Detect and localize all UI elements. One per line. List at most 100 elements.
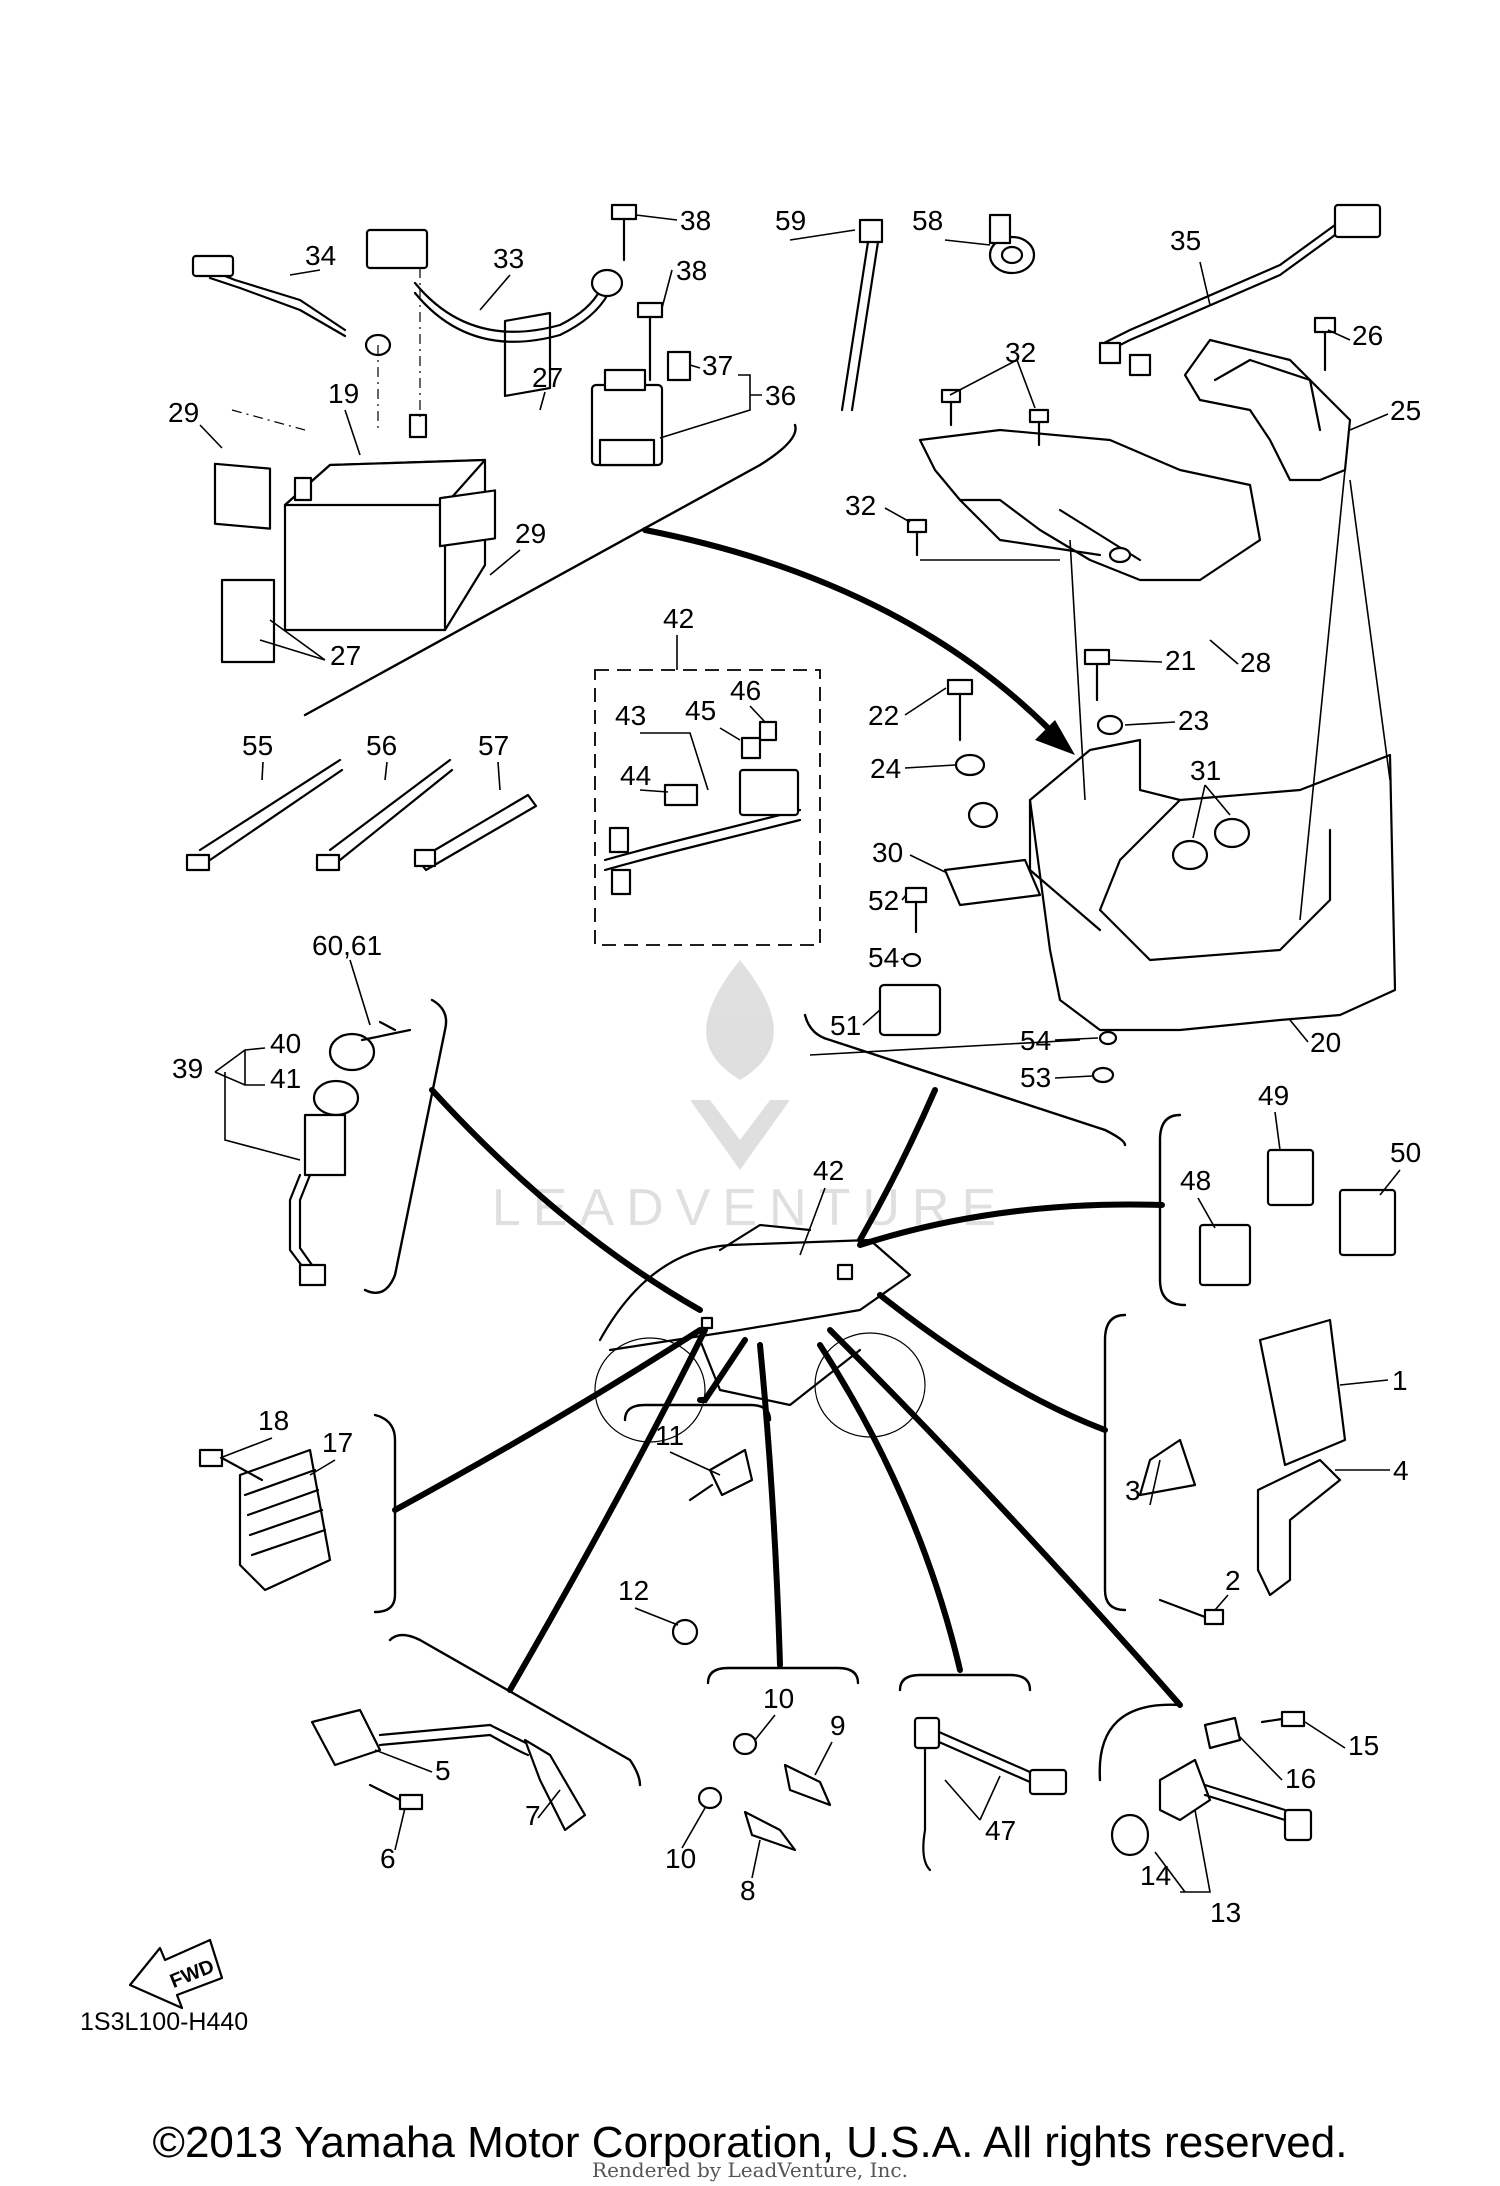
callout-27: 27 bbox=[532, 362, 563, 393]
callout-27: 27 bbox=[330, 640, 361, 671]
switch-8 bbox=[743, 1810, 797, 1852]
battery-pad-29-right bbox=[438, 489, 497, 548]
bolt-26 bbox=[1313, 316, 1337, 372]
callout-38: 38 bbox=[680, 205, 711, 236]
bolt-38-upper bbox=[610, 203, 638, 262]
battery-box-group-bracket bbox=[803, 1013, 1127, 1147]
starter-relay bbox=[590, 368, 664, 467]
callout-56: 56 bbox=[366, 730, 397, 761]
switch-body bbox=[303, 1113, 347, 1177]
callout-16: 16 bbox=[1285, 1763, 1316, 1794]
callout-41: 41 bbox=[270, 1063, 301, 1094]
diagram-code: 1S3L100-H440 bbox=[80, 2008, 249, 2036]
callout-53: 53 bbox=[1020, 1062, 1051, 1093]
cable-tie-57 bbox=[413, 793, 538, 872]
battery-bracket-25 bbox=[1183, 338, 1352, 482]
callout-58: 58 bbox=[912, 205, 943, 236]
callout-42: 42 bbox=[663, 603, 694, 634]
bolt-32-c bbox=[906, 518, 928, 557]
negative-battery-lead bbox=[191, 254, 392, 357]
callout-34: 34 bbox=[305, 240, 336, 271]
callout-44: 44 bbox=[620, 760, 651, 791]
callout-29: 29 bbox=[515, 518, 546, 549]
rubber-31-a bbox=[1171, 839, 1209, 871]
nut-53 bbox=[1091, 1066, 1115, 1084]
callout-36: 36 bbox=[765, 380, 796, 411]
callout-35: 35 bbox=[1170, 225, 1201, 256]
plug-cap-7 bbox=[523, 1738, 587, 1832]
callout-24: 24 bbox=[870, 753, 901, 784]
battery-pad-27-left bbox=[220, 578, 276, 664]
callout-17: 17 bbox=[322, 1427, 353, 1458]
callout-2: 2 bbox=[1225, 1565, 1241, 1596]
callout-47: 47 bbox=[985, 1815, 1016, 1846]
callout-15: 15 bbox=[1348, 1730, 1379, 1761]
callout-23: 23 bbox=[1178, 705, 1209, 736]
bolt-6 bbox=[368, 1783, 424, 1811]
relay-48 bbox=[1198, 1223, 1252, 1287]
callout-20: 20 bbox=[1310, 1027, 1341, 1058]
callout-52: 52 bbox=[868, 885, 899, 916]
switch-8-9-group bbox=[697, 1666, 860, 1852]
ecu-stay-3 bbox=[1138, 1438, 1197, 1497]
callout-46: 46 bbox=[730, 675, 761, 706]
callout-1: 1 bbox=[1392, 1365, 1408, 1396]
clamp-16 bbox=[1203, 1716, 1242, 1750]
battery-pad-27-right bbox=[503, 311, 552, 398]
sensor-11-group bbox=[623, 1403, 772, 1646]
switch-9 bbox=[783, 1763, 832, 1807]
callout-labels: 38 38 59 58 35 34 33 37 36 27 29 19 29 2… bbox=[168, 205, 1421, 1928]
callout-25: 25 bbox=[1390, 395, 1421, 426]
motorcycle-outline bbox=[594, 1223, 926, 1443]
callout-42: 42 bbox=[813, 1155, 844, 1186]
forward-arrow-icon: FWD bbox=[128, 1938, 224, 2010]
copyright-notice: ©2013 Yamaha Motor Corporation, U.S.A. A… bbox=[152, 2118, 1348, 2167]
callout-51: 51 bbox=[830, 1010, 861, 1041]
ecu-1 bbox=[1258, 1318, 1347, 1467]
callout-14: 14 bbox=[1140, 1860, 1171, 1891]
switch-cap-40 bbox=[328, 1032, 376, 1072]
callout-6: 6 bbox=[380, 1843, 396, 1874]
assembly-arrow-head-icon bbox=[1035, 720, 1075, 755]
callout-3: 3 bbox=[1125, 1475, 1141, 1506]
callout-5: 5 bbox=[435, 1755, 451, 1786]
battery-case-20 bbox=[1028, 738, 1397, 1032]
gasket-10-b bbox=[697, 1786, 723, 1810]
cable-tie-56 bbox=[315, 758, 454, 872]
callout-54: 54 bbox=[868, 942, 899, 973]
callout-26: 26 bbox=[1352, 320, 1383, 351]
washer-54-a bbox=[902, 952, 922, 968]
key-60-61 bbox=[360, 1020, 412, 1042]
fuse-37 bbox=[666, 350, 692, 382]
speed-sensor-group bbox=[1098, 1703, 1313, 1857]
sidestand-switch-47 bbox=[913, 1716, 941, 1750]
bolt-22 bbox=[946, 678, 974, 742]
sub-wire-harness bbox=[1098, 203, 1382, 377]
callout-54: 54 bbox=[1020, 1025, 1051, 1056]
gasket-10-a bbox=[732, 1732, 758, 1756]
callout-19: 19 bbox=[328, 378, 359, 409]
cable-tie-59 bbox=[840, 218, 884, 412]
bolt-15 bbox=[1260, 1710, 1306, 1728]
callout-18: 18 bbox=[258, 1405, 289, 1436]
callout-4: 4 bbox=[1393, 1455, 1409, 1486]
bolt-38-lower bbox=[636, 301, 664, 382]
callout-48: 48 bbox=[1180, 1165, 1211, 1196]
callout-9: 9 bbox=[830, 1710, 846, 1741]
relay-box-46 bbox=[738, 768, 800, 817]
battery-group bbox=[191, 203, 797, 717]
callout-29: 29 bbox=[168, 397, 199, 428]
ignition-coil-group bbox=[310, 1633, 642, 1832]
callout-59: 59 bbox=[775, 205, 806, 236]
callout-10: 10 bbox=[665, 1843, 696, 1874]
callout-55: 55 bbox=[242, 730, 273, 761]
regulator-17 bbox=[238, 1448, 332, 1592]
callout-49: 49 bbox=[1258, 1080, 1289, 1111]
sensor-13 bbox=[1158, 1758, 1212, 1822]
renderer-credit: Rendered by LeadVenture, Inc. bbox=[592, 2158, 908, 2182]
gasket-12 bbox=[671, 1618, 699, 1646]
callout-7: 7 bbox=[525, 1800, 541, 1831]
callout-21: 21 bbox=[1165, 645, 1196, 676]
callout-12: 12 bbox=[618, 1575, 649, 1606]
